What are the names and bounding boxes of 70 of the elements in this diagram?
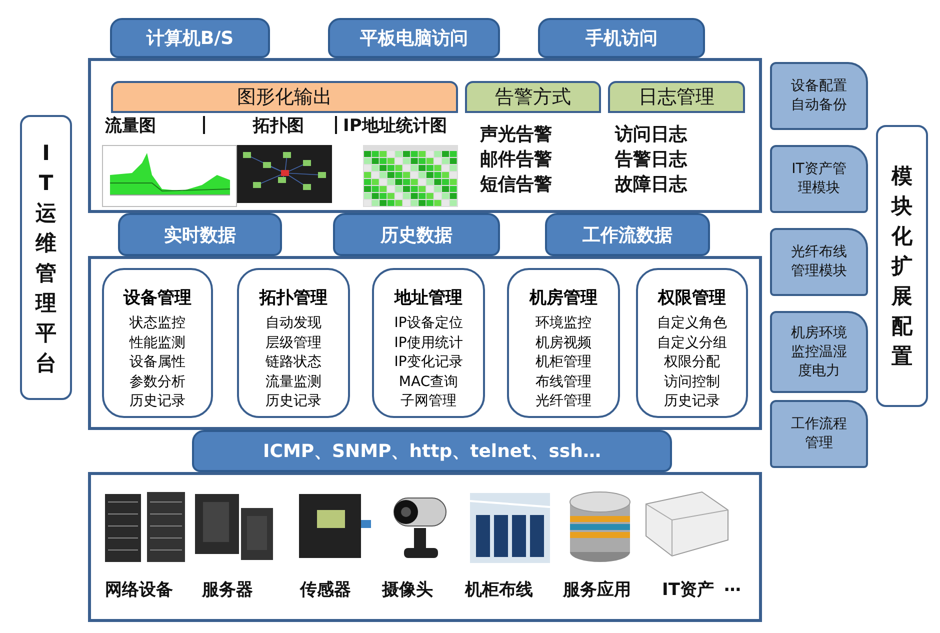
card-title: 地址管理 (394, 287, 462, 309)
protocol-tab: ICMP、SNMP、http、telnet、ssh… (192, 430, 672, 472)
list-item: 权限分配 (664, 353, 720, 372)
list-item: 访问控制 (664, 372, 720, 392)
list-item: 链路状态 (266, 353, 322, 372)
access-tab: 计算机B/S (110, 18, 270, 58)
list-item: 布线管理 (536, 372, 592, 392)
chart-caption: 拓扑图 (253, 115, 304, 137)
list-item: 自定义分组 (657, 334, 727, 352)
list-item: 历史记录 (664, 392, 720, 411)
module-tab: 设备配置自动备份 (770, 62, 868, 130)
list-item: 历史记录 (130, 392, 186, 411)
device-caption: … (724, 576, 741, 596)
chart-caption: 流量图 (105, 115, 156, 137)
list-item: 光纤管理 (536, 392, 592, 411)
device-caption: 服务器 (202, 579, 253, 601)
list-item: 流量监测 (266, 372, 322, 392)
list-item: 短信告警 (480, 173, 552, 196)
list-item: 告警日志 (615, 148, 687, 171)
list-item: 自动发现 (266, 314, 322, 333)
section-band: 图形化输出 (111, 81, 458, 113)
module-card (372, 268, 485, 418)
list-item: 访问日志 (615, 123, 687, 146)
list-item: 性能监测 (130, 334, 186, 352)
list-item: IP使用统计 (394, 334, 463, 352)
module-tab: 光纤布线管理模块 (770, 228, 868, 296)
section-band: 告警方式 (465, 81, 601, 113)
list-item: IP设备定位 (394, 314, 463, 333)
device-caption: IT资产 (662, 579, 714, 601)
module-tab: 工作流程管理 (770, 400, 868, 468)
data-tab: 工作流数据 (545, 213, 710, 256)
list-item: 层级管理 (266, 334, 322, 352)
device-caption: 机柜布线 (465, 579, 533, 601)
device-caption: 网络设备 (105, 579, 173, 601)
list-item: MAC查询 (398, 372, 458, 392)
chart-caption: IP地址统计图 (343, 115, 447, 137)
platform-title-box: IT运维管理平台 (20, 115, 72, 400)
device-caption: 传感器 (300, 579, 351, 601)
device-caption: 摄像头 (382, 579, 433, 601)
data-tab: 实时数据 (118, 213, 282, 256)
expansion-title-box: 模块化扩展配置 (876, 125, 928, 407)
list-item: 机柜管理 (536, 353, 592, 372)
panel-frame (88, 256, 762, 430)
list-item: 参数分析 (130, 372, 186, 392)
list-item: 邮件告警 (480, 148, 552, 171)
list-item: 历史记录 (266, 392, 322, 411)
module-card (636, 268, 748, 418)
card-title: 机房管理 (530, 287, 598, 309)
list-item: 状态监控 (130, 314, 186, 333)
card-title: 设备管理 (124, 287, 192, 309)
module-card (102, 268, 213, 418)
list-item: 自定义角色 (657, 314, 727, 333)
list-item: 设备属性 (130, 353, 186, 372)
list-item: 环境监控 (536, 314, 592, 333)
module-card (237, 268, 350, 418)
device-caption: 服务应用 (563, 579, 631, 601)
list-item: 子网管理 (400, 392, 456, 411)
module-tab: IT资产管理模块 (770, 145, 868, 213)
access-tab: 手机访问 (538, 18, 705, 58)
data-tab: 历史数据 (333, 213, 500, 256)
card-title: 拓扑管理 (260, 287, 328, 309)
module-card (507, 268, 620, 418)
access-tab: 平板电脑访问 (328, 18, 500, 58)
card-title: 权限管理 (658, 287, 726, 309)
list-item: 声光告警 (480, 123, 552, 146)
list-item: 机房视频 (536, 334, 592, 352)
list-item: 故障日志 (615, 173, 687, 196)
section-band: 日志管理 (608, 81, 745, 113)
module-tab: 机房环境监控温湿度电力 (770, 311, 868, 393)
list-item: IP变化记录 (394, 353, 463, 372)
